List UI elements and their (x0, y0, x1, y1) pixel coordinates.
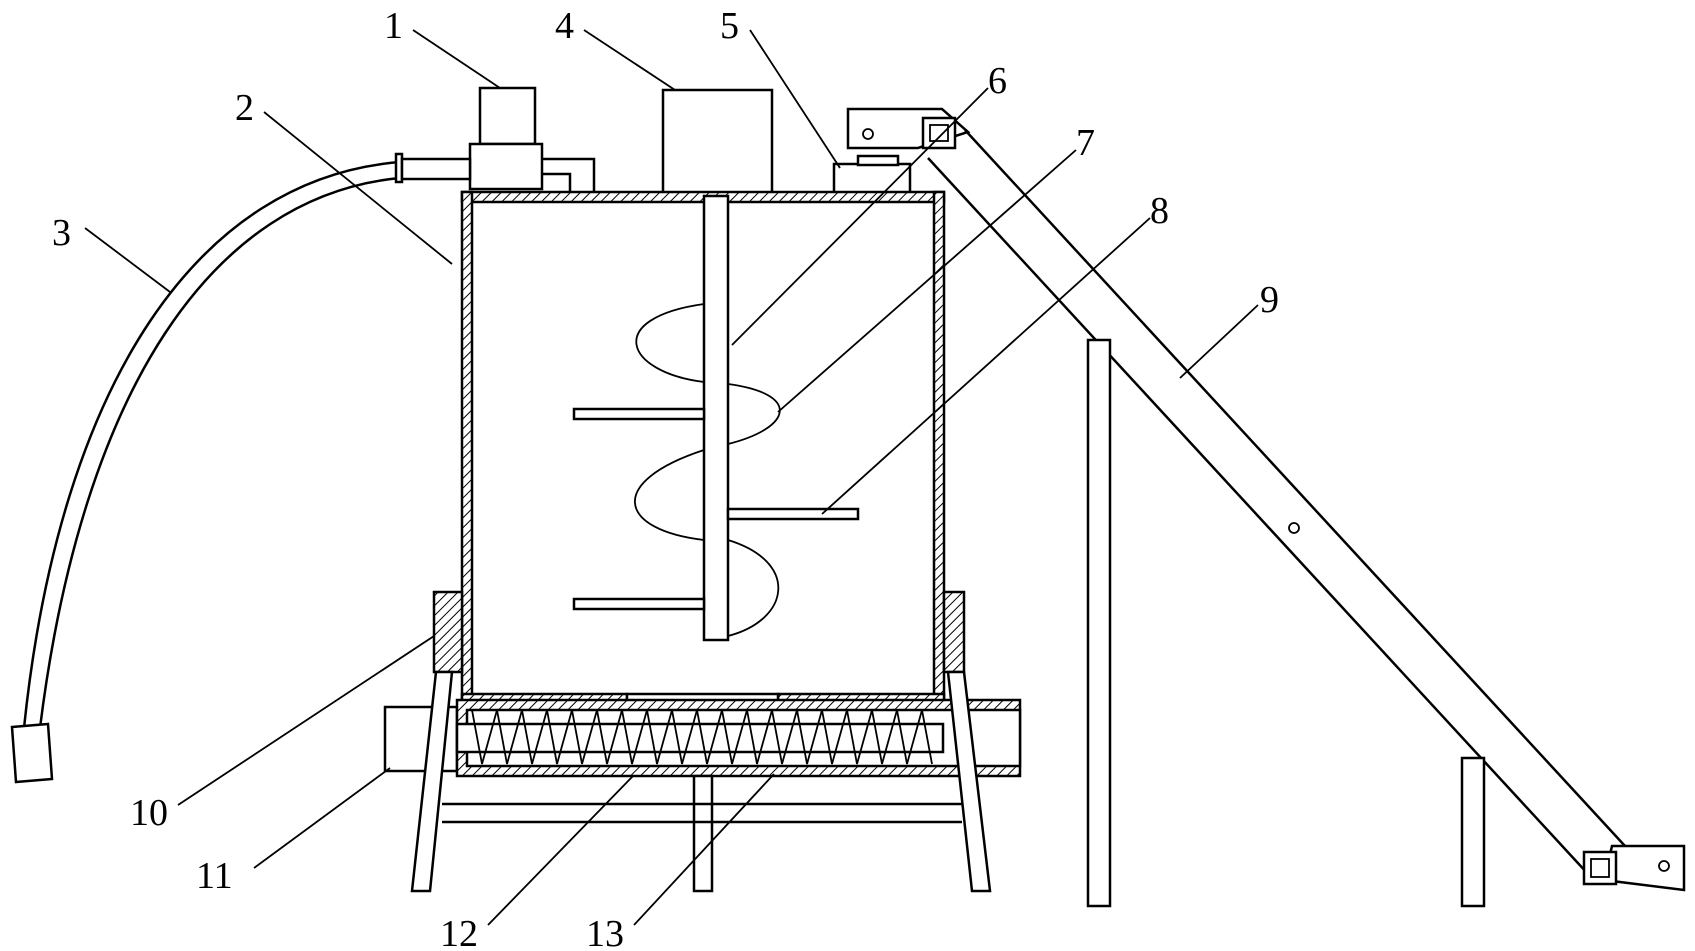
support-sleeves (432, 590, 966, 674)
label-8: 8 (1150, 190, 1169, 232)
label-3: 3 (52, 212, 71, 254)
label-11: 11 (196, 855, 233, 897)
label-6: 6 (988, 60, 1007, 102)
label-7: 7 (1076, 122, 1095, 164)
label-13: 13 (586, 913, 624, 951)
label-12: 12 (440, 913, 478, 951)
label-10: 10 (130, 792, 168, 834)
helical-blade (634, 303, 781, 637)
feed-hose (10, 152, 404, 784)
motor (661, 88, 774, 198)
screw-conveyor (383, 698, 1022, 778)
inlet-pump (400, 86, 596, 196)
stand-frame (410, 670, 992, 893)
label-9: 9 (1260, 279, 1279, 321)
part-labels: 1 2 3 4 5 6 7 8 9 10 11 12 13 (52, 5, 1279, 951)
label-2: 2 (235, 87, 254, 129)
agitator (572, 194, 860, 642)
label-4: 4 (555, 5, 574, 47)
leader-lines (84, 29, 1259, 926)
label-1: 1 (384, 5, 403, 47)
label-5: 5 (720, 5, 739, 47)
